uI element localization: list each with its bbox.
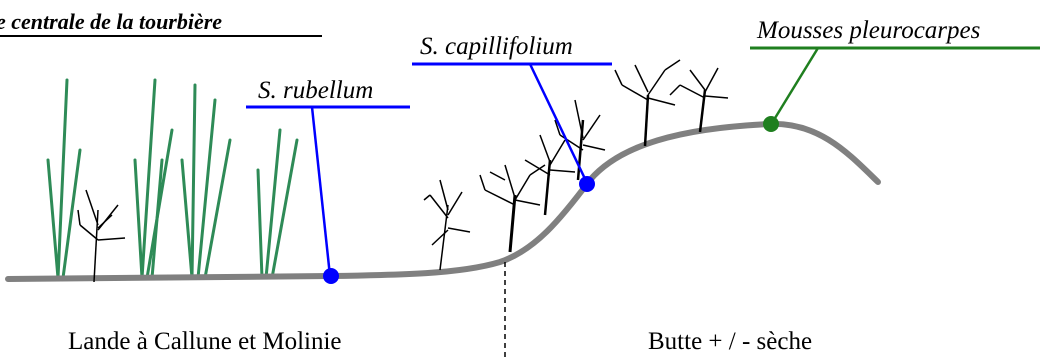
rubellum-leader-line — [310, 106, 332, 277]
grass-blade — [180, 158, 194, 280]
capillifolium-annotation: S. capillifolium — [412, 33, 612, 192]
zone-label-left: Lande à Callune et Molinie — [68, 328, 342, 355]
grass-blade — [56, 78, 69, 280]
diagram-title: e centrale de la tourbière — [0, 9, 222, 34]
grass-blade — [256, 168, 264, 280]
rubellum-marker — [323, 268, 339, 284]
grass-blade — [150, 158, 164, 280]
shrub — [554, 99, 606, 181]
pleurocarpes-marker — [763, 116, 779, 132]
zone-label-right: Butte + / - sèche — [648, 328, 812, 355]
shrub — [77, 189, 126, 283]
capillifolium-label: S. capillifolium — [420, 33, 573, 60]
shrub — [524, 134, 576, 216]
shrub — [423, 179, 471, 271]
molinia-grass — [46, 78, 299, 280]
shrub — [669, 67, 729, 133]
grass-blade — [264, 128, 282, 280]
capillifolium-marker — [579, 176, 595, 192]
grass-blade — [140, 78, 157, 280]
grass-blade — [46, 158, 60, 280]
shrub — [614, 59, 681, 147]
grass-blade — [190, 83, 197, 280]
grass-blade — [61, 148, 82, 280]
grass-blade — [203, 138, 232, 280]
capillifolium-leader-line — [528, 63, 589, 184]
rubellum-annotation: S. rubellum — [246, 77, 410, 284]
pleurocarpes-annotation: Mousses pleurocarpes — [750, 17, 1040, 132]
grass-blade — [196, 98, 217, 280]
pleurocarpes-leader-line — [770, 47, 820, 124]
title-group: e centrale de la tourbière — [0, 9, 322, 37]
grass-blade — [133, 158, 144, 280]
pleurocarpes-label: Mousses pleurocarpes — [756, 17, 980, 44]
calluna-shrubs — [77, 59, 729, 283]
rubellum-label: S. rubellum — [258, 77, 373, 104]
shrub — [479, 164, 546, 253]
grass-blade — [270, 138, 299, 280]
